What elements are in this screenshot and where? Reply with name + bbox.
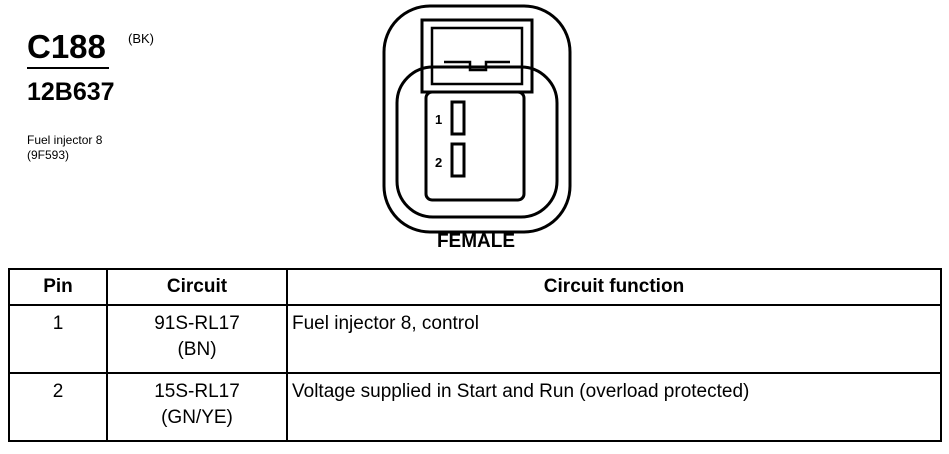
function-cell: Voltage supplied in Start and Run (overl… xyxy=(286,372,942,442)
view-label: FEMALE xyxy=(436,231,516,252)
pin-cell: 2 xyxy=(8,372,108,442)
header-pin: Pin xyxy=(8,268,108,306)
connector-outer-shell xyxy=(382,4,572,234)
pin-cell: 1 xyxy=(8,304,108,374)
table-header-row: Pin Circuit Circuit function xyxy=(8,268,942,306)
connector-id: C188 xyxy=(27,28,106,65)
part-number: 12B637 xyxy=(27,78,115,106)
header-circuit: Circuit xyxy=(106,268,288,306)
circuit-cell: 15S-RL17 (GN/YE) xyxy=(106,372,288,442)
connector-color-code: (BK) xyxy=(128,31,154,46)
connector-latch-outer xyxy=(420,18,534,94)
pin-1-label: 1 xyxy=(435,112,442,127)
function-cell: Fuel injector 8, control xyxy=(286,304,942,374)
pin-2-terminal xyxy=(450,142,466,178)
description-line: (9F593) xyxy=(27,148,70,162)
table-row: 1 91S-RL17 (BN) Fuel injector 8, control xyxy=(8,304,942,374)
connector-inner-shell xyxy=(395,65,559,219)
circuit-cell: 91S-RL17 (BN) xyxy=(106,304,288,374)
pin-1-terminal xyxy=(450,100,466,136)
wire-color: (BN) xyxy=(177,338,217,360)
header-function: Circuit function xyxy=(286,268,942,306)
table-row: 2 15S-RL17 (GN/YE) Voltage supplied in S… xyxy=(8,372,942,442)
circuit-code: 91S-RL17 xyxy=(154,313,240,334)
connector-latch-inner xyxy=(430,26,524,86)
wire-color: (GN/YE) xyxy=(161,406,233,428)
connector-latch-notch xyxy=(444,60,510,72)
pin-table: Pin Circuit Circuit function 1 91S-RL17 … xyxy=(8,268,942,442)
connector-description: Fuel injector 8 (9F593) xyxy=(27,133,102,163)
connector-id-underline xyxy=(27,67,109,69)
circuit-code: 15S-RL17 xyxy=(154,381,240,402)
pin-2-label: 2 xyxy=(435,155,442,170)
description-line: Fuel injector 8 xyxy=(27,133,103,147)
pin-housing xyxy=(424,90,526,202)
connector-face-diagram: 1 2 xyxy=(382,4,572,234)
